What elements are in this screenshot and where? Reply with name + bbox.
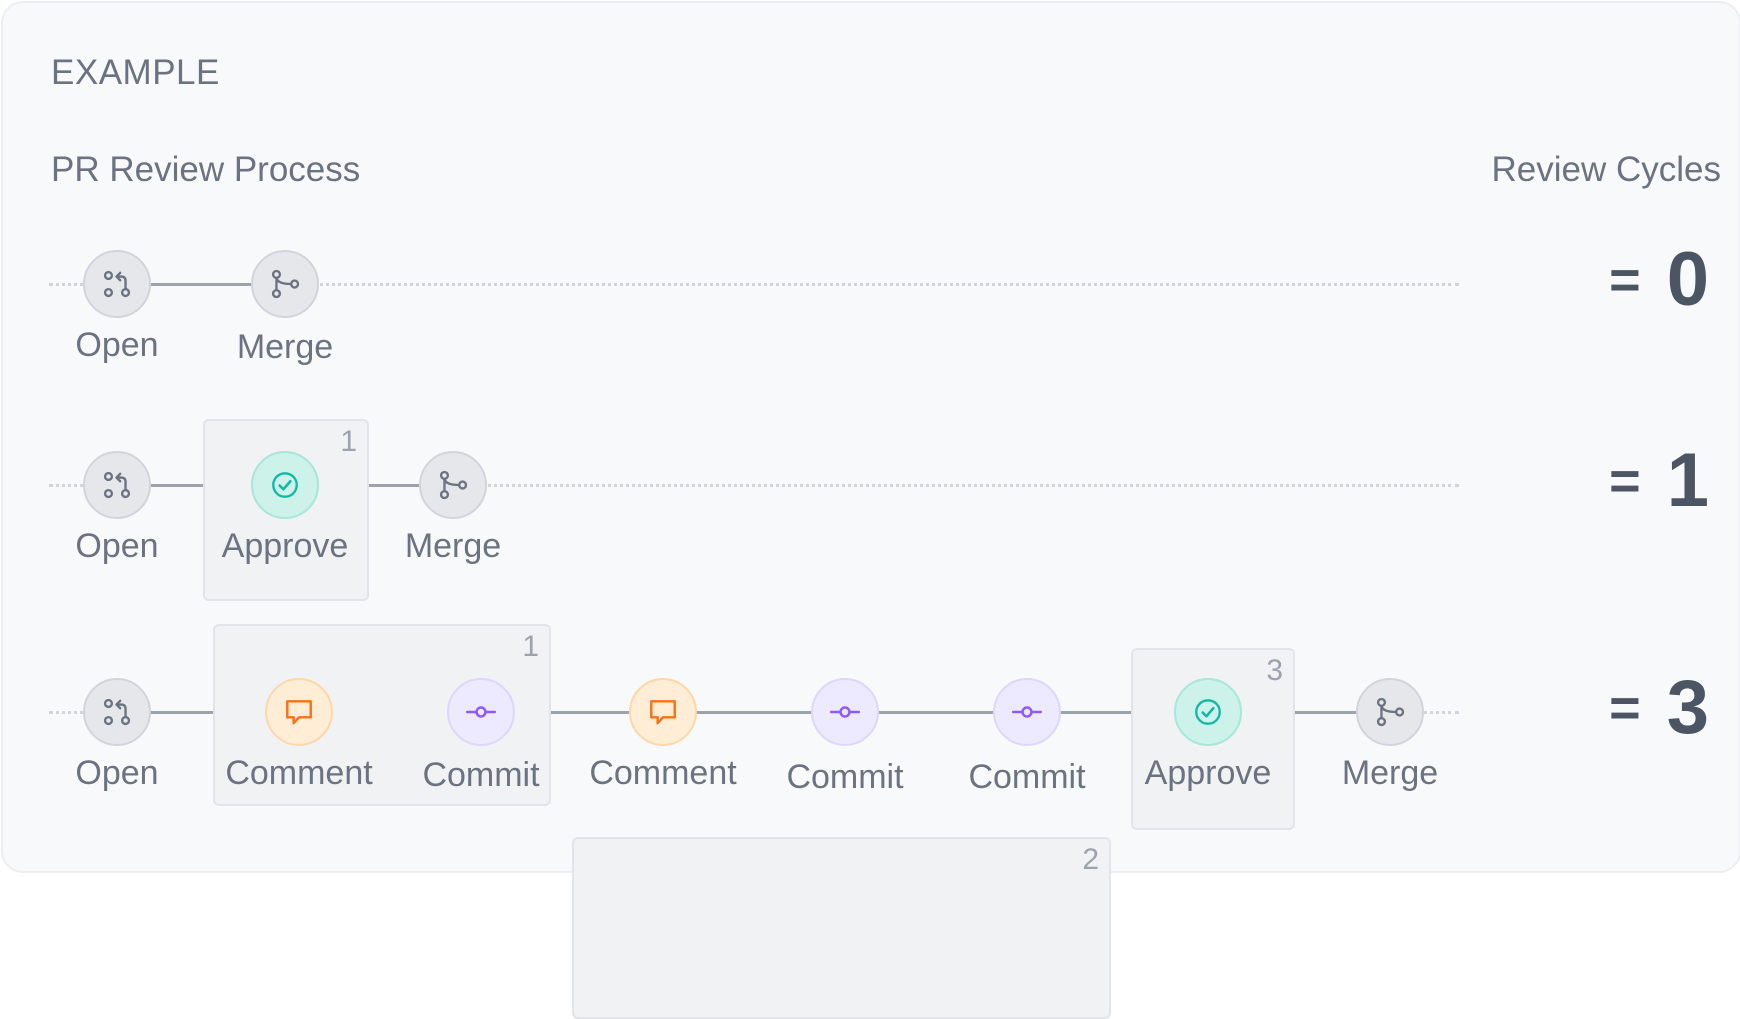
node-label: Commit — [968, 758, 1086, 796]
node-label: Open — [75, 326, 159, 364]
equals-sign: = — [1609, 450, 1641, 511]
merge-node[interactable] — [251, 250, 319, 318]
process-title: PR Review Process — [51, 150, 361, 189]
commit-node[interactable] — [447, 678, 515, 746]
cycle-count: 1 — [1666, 438, 1709, 523]
node-label: Commit — [786, 758, 904, 796]
cycle-number: 1 — [522, 630, 539, 663]
node-label: Open — [75, 754, 159, 792]
node-label: Merge — [236, 328, 334, 366]
approve-node[interactable] — [1174, 678, 1242, 746]
open-node[interactable] — [83, 678, 151, 746]
comment-node[interactable] — [629, 678, 697, 746]
node-label: Merge — [1341, 754, 1439, 792]
node-label: Approve — [1144, 754, 1272, 792]
commit-icon — [829, 696, 861, 728]
node-label: Merge — [404, 527, 502, 565]
cycle-count: 0 — [1666, 237, 1709, 322]
merge-icon — [269, 268, 301, 300]
pull-request-icon — [101, 696, 133, 728]
equals-sign: = — [1609, 249, 1641, 310]
open-node[interactable] — [83, 451, 151, 519]
comment-icon — [283, 696, 315, 728]
timeline-dotted-line — [49, 484, 1459, 487]
approve-node[interactable] — [251, 451, 319, 519]
node-label: Commit — [422, 756, 540, 794]
pull-request-icon — [101, 268, 133, 300]
cycle-number: 3 — [1266, 654, 1283, 687]
merge-node[interactable] — [1356, 678, 1424, 746]
review-cycles-result: =1 — [1609, 437, 1709, 524]
section-label: EXAMPLE — [51, 53, 220, 92]
merge-icon — [437, 469, 469, 501]
review-cycle-group: 2 — [572, 837, 1111, 1019]
check-circle-icon — [269, 469, 301, 501]
open-node[interactable] — [83, 250, 151, 318]
merge-icon — [1374, 696, 1406, 728]
node-label: Open — [75, 527, 159, 565]
review-cycles-result: =0 — [1609, 236, 1709, 323]
commit-icon — [465, 696, 497, 728]
node-label: Comment — [225, 754, 373, 792]
merge-node[interactable] — [419, 451, 487, 519]
check-circle-icon — [1192, 696, 1224, 728]
node-label: Comment — [589, 754, 737, 792]
cycle-number: 1 — [340, 425, 357, 458]
cycles-title: Review Cycles — [1491, 150, 1722, 189]
cycle-number: 2 — [1082, 843, 1099, 876]
timeline-line — [117, 711, 1390, 714]
comment-node[interactable] — [265, 678, 333, 746]
comment-icon — [647, 696, 679, 728]
timeline-line — [117, 283, 285, 286]
timeline-dotted-line — [49, 283, 1459, 286]
commit-node[interactable] — [993, 678, 1061, 746]
node-label: Approve — [221, 527, 349, 565]
review-cycle-group: 1 — [203, 419, 369, 601]
equals-sign: = — [1609, 677, 1641, 738]
commit-icon — [1011, 696, 1043, 728]
commit-node[interactable] — [811, 678, 879, 746]
pull-request-icon — [101, 469, 133, 501]
cycle-count: 3 — [1666, 665, 1709, 750]
review-cycles-result: =3 — [1609, 664, 1709, 751]
